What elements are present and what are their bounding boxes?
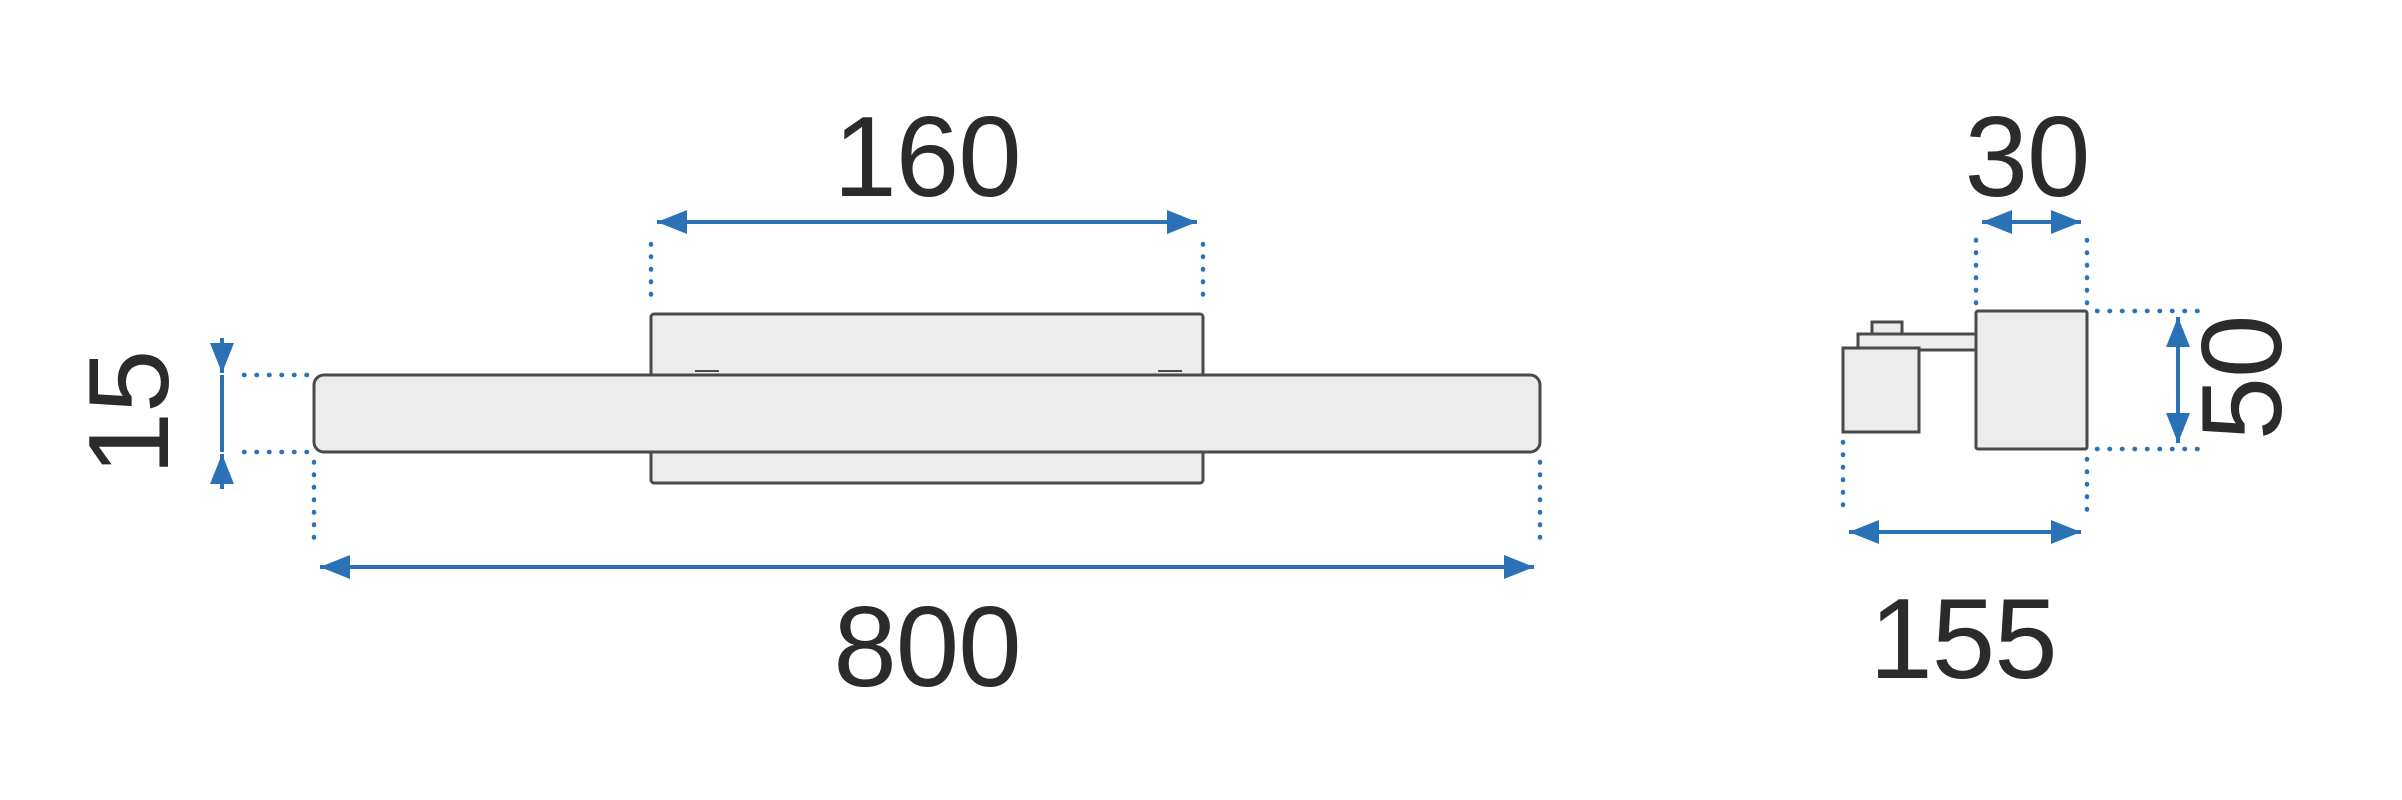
front-lamp-bar <box>312 373 1542 454</box>
dimension-label-bar-thickness: 15 <box>66 350 193 476</box>
dimension-label-lamp-height: 50 <box>2179 315 2306 441</box>
dimension-label-lamp-depth: 30 <box>1964 94 2091 221</box>
dimension-label-overall-depth: 155 <box>1869 576 2057 703</box>
dimension-label-plate-width: 160 <box>833 94 1021 221</box>
dimension-label-overall-width: 800 <box>833 584 1021 711</box>
side-wall-bracket <box>1841 346 1921 434</box>
side-lamp-profile <box>1974 309 2089 451</box>
